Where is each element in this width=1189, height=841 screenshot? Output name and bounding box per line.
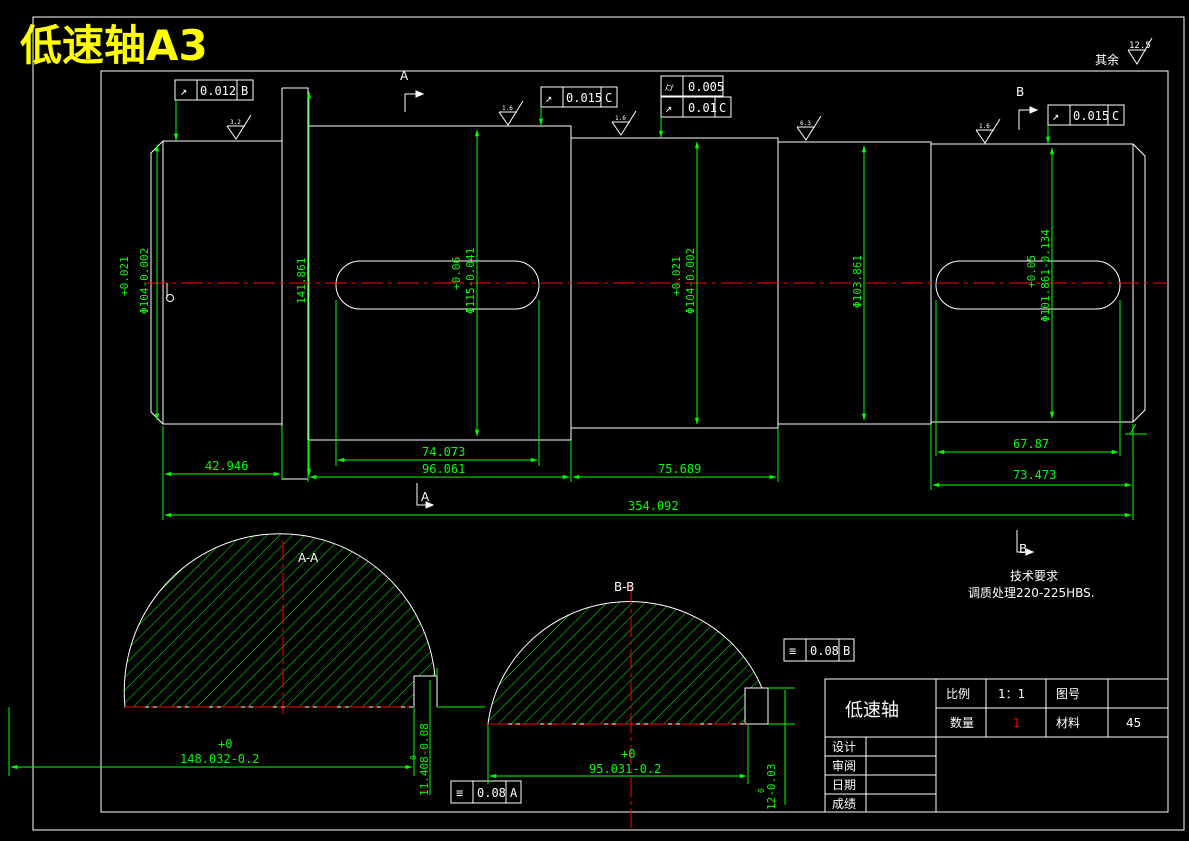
outer-frame: [32, 16, 1185, 831]
title-date-label: 日期: [832, 778, 856, 792]
section-aa: [123, 533, 438, 714]
roughness-value-3: 1.6: [615, 115, 626, 122]
tolerance-frame-7: ≡ 0.08 A: [450, 780, 522, 804]
section-bb-dimensions: [487, 687, 795, 805]
title-block: [824, 678, 1169, 813]
tolerance-datum: C: [605, 91, 612, 105]
title-scale-value: 1：1: [998, 687, 1025, 701]
runout-icon: ↗: [1052, 109, 1059, 123]
dim-bb-width: 95.031-0.2: [589, 762, 661, 776]
title-scale-label: 比例: [946, 687, 970, 701]
title-design-label: 设计: [832, 740, 856, 754]
symmetry-icon: ≡: [789, 644, 796, 658]
section-aa-dimensions: [8, 668, 485, 795]
dim-d5: Φ103.861: [851, 255, 864, 308]
tolerance-value: 0.005: [688, 80, 724, 94]
dim-bb-depth-tol: 0: [757, 788, 766, 793]
dim-d3-main: Φ115-0.041: [464, 248, 477, 314]
dim-aa-depth: 11.408-0.08: [418, 723, 431, 796]
section-aa-label: A-A: [298, 551, 319, 565]
dim-l-73: 73.473: [1013, 468, 1056, 482]
dim-aa-width: 148.032-0.2: [180, 752, 259, 766]
tolerance-datum: C: [719, 101, 726, 115]
tolerance-datum: B: [241, 84, 248, 98]
dim-l-74: 74.073: [422, 445, 465, 459]
dim-bb-width-tol: +0: [621, 747, 635, 761]
title-review-label: 审阅: [832, 758, 856, 773]
section-a-bottom-label: A: [421, 490, 430, 504]
section-a-top-label: A: [400, 69, 409, 83]
title-qty-label: 数量: [950, 715, 974, 730]
section-a-top-arrow: [404, 90, 425, 112]
runout-icon: ↗: [180, 84, 187, 98]
title-material-value: 45: [1126, 716, 1141, 730]
runout-icon: ↗: [665, 101, 672, 115]
section-b-top-arrow: [1018, 106, 1039, 130]
extension-lines: [162, 300, 1134, 520]
tolerance-datum: B: [843, 644, 850, 658]
title-qty-value: 1: [1013, 716, 1021, 730]
runout-icon: ↗: [545, 91, 552, 105]
tolerance-frame-3: ⌭ 0.005 ↗ 0.01 C: [658, 75, 732, 138]
section-b-bottom-label: B: [1019, 542, 1027, 556]
inner-frame: [100, 70, 1169, 813]
section-a-bottom-arrow: [416, 483, 435, 509]
symmetry-icon: ≡: [456, 786, 463, 800]
tolerance-datum: A: [510, 786, 518, 800]
section-bb: [487, 585, 769, 828]
tolerance-value: 0.015: [1073, 109, 1109, 123]
dim-d4-main: Φ104-0.002: [684, 248, 697, 314]
dim-l-75: 75.689: [658, 462, 701, 476]
title-material-label: 材料: [1056, 716, 1080, 730]
dim-d6-main: Φ101.861-0.134: [1039, 229, 1052, 322]
drawing-caption: 低速轴A3: [20, 21, 208, 70]
tolerance-frame-4: ↗ 0.015 C: [1045, 104, 1125, 144]
dim-d1-main: Φ104-0.002: [138, 248, 151, 314]
dim-d3-tol: +0.06: [450, 257, 463, 290]
title-part-name: 低速轴: [845, 700, 899, 721]
roughness-value-4: 6.3: [800, 120, 811, 127]
section-b-bottom-arrow: [1016, 530, 1035, 556]
tech-req-line1: 调质处理220-225HBS.: [968, 586, 1095, 600]
dim-d4-tol: +0.021: [670, 256, 683, 296]
center-hole-marker: [166, 294, 174, 302]
tolerance-value: 0.08: [477, 786, 506, 800]
title-grade-label: 成绩: [832, 797, 856, 811]
tolerance-frame-2: ↗ 0.015 C: [538, 86, 618, 126]
dim-aa-depth-tol: 0: [409, 755, 418, 760]
tolerance-frame-1: ↗ 0.012 B: [173, 79, 254, 141]
roughness-value-5: 1.6: [979, 123, 990, 130]
dim-d1-tol: +0.021: [118, 256, 131, 296]
roughness-mark: [226, 100, 1001, 144]
tolerance-value: 0.01: [688, 101, 717, 115]
cylindricity-icon: ⌭: [665, 80, 674, 94]
general-roughness-value: 12.5: [1129, 41, 1151, 51]
dim-l-67: 67.87: [1013, 437, 1049, 451]
dim-d6-tol: +0.05: [1025, 255, 1038, 288]
diameter-dimension-lines: [154, 91, 1055, 476]
dim-l-total: 354.092: [628, 499, 679, 513]
roughness-value-1: 3.2: [230, 119, 241, 126]
dim-l-96: 96.061: [422, 462, 465, 476]
tolerance-value: 0.015: [566, 91, 602, 105]
tolerance-datum: C: [1112, 109, 1119, 123]
general-roughness-symbol: [1127, 37, 1153, 65]
title-drawing-no-label: 图号: [1056, 687, 1080, 701]
roughness-value-2: 1.6: [502, 105, 513, 112]
length-dimension-lines: [164, 449, 1132, 518]
section-b-top-label: B: [1016, 85, 1024, 99]
tolerance-value: 0.08: [810, 644, 839, 658]
dim-d2: 141.861: [295, 258, 308, 304]
dim-l-42: 42.946: [205, 459, 248, 473]
general-roughness-label: 其余: [1095, 52, 1119, 67]
datum-marker: [1125, 423, 1147, 435]
dim-aa-width-tol: +0: [218, 737, 232, 751]
section-bb-label: B-B: [614, 580, 634, 594]
tolerance-value: 0.012: [200, 84, 236, 98]
dim-bb-depth: 12-0.03: [765, 764, 778, 810]
tolerance-frame-6: ≡ 0.08 B: [783, 638, 855, 662]
tech-req-title: 技术要求: [1010, 569, 1058, 583]
